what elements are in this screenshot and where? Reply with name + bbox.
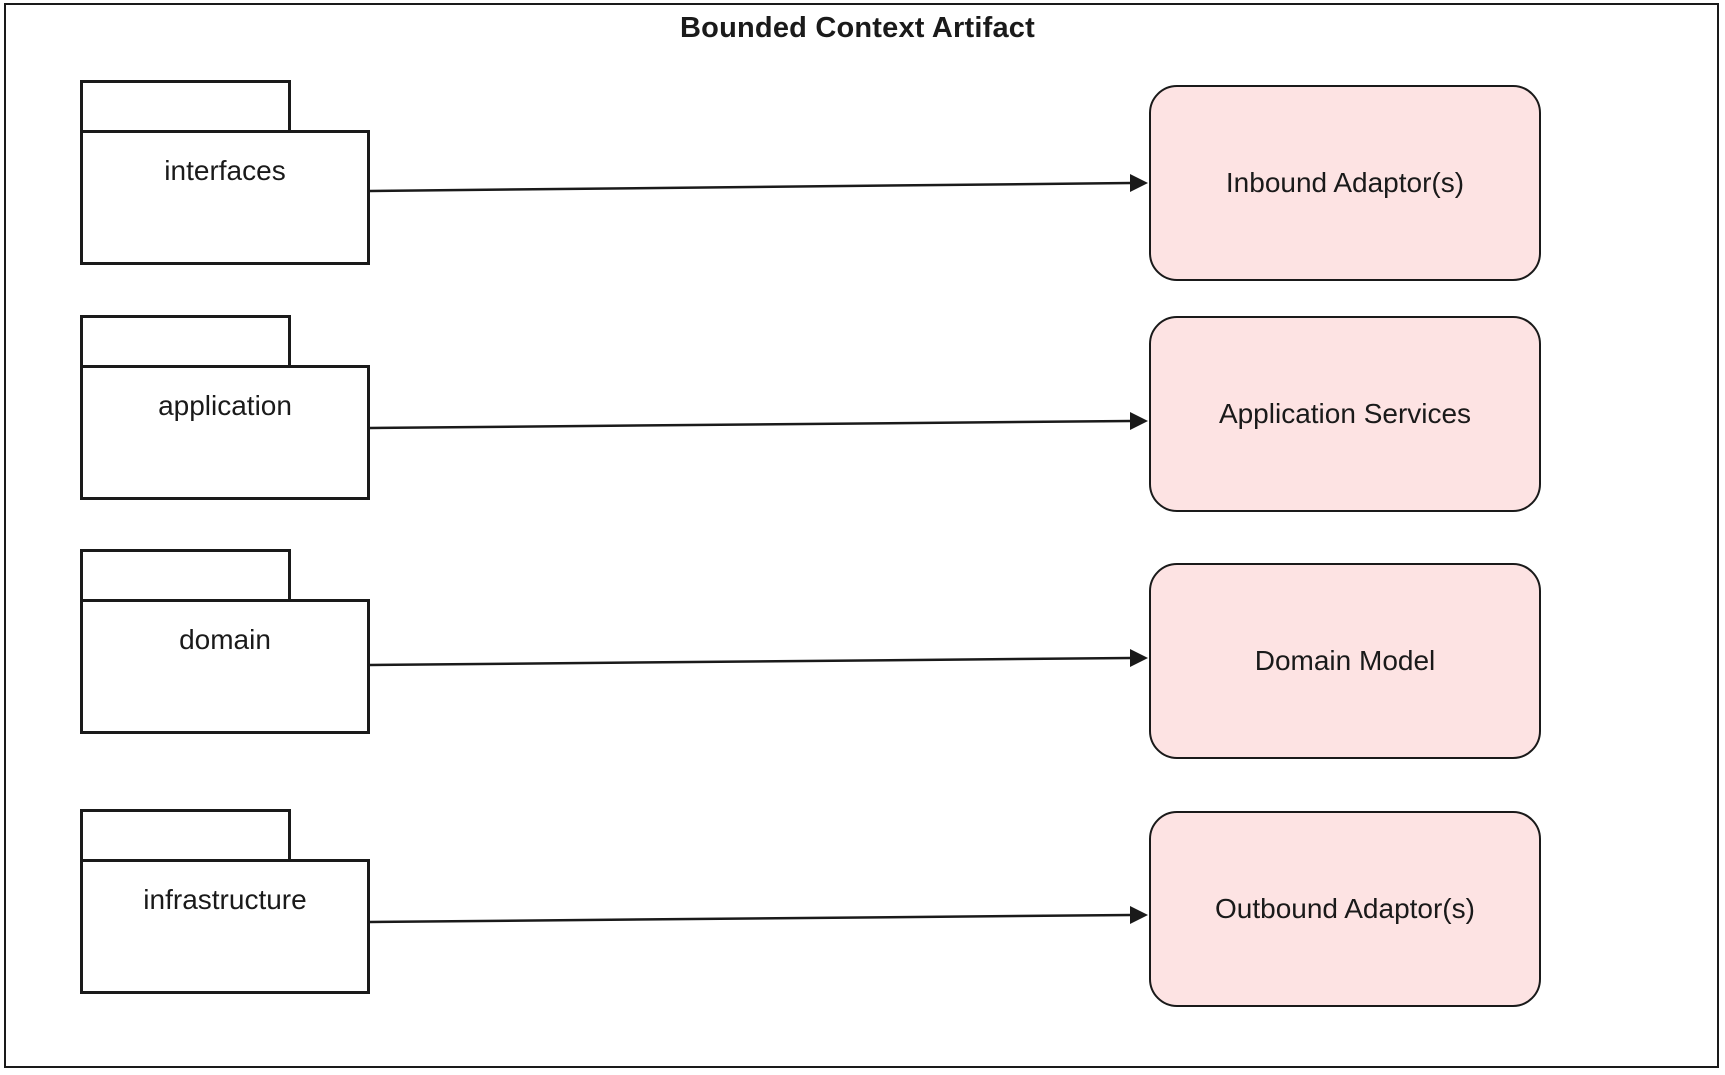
component-outbound-adaptors: Outbound Adaptor(s) <box>1149 811 1541 1007</box>
package-label: infrastructure <box>143 884 307 915</box>
package-body: interfaces <box>80 130 370 265</box>
component-inbound-adaptors: Inbound Adaptor(s) <box>1149 85 1541 281</box>
package-tab <box>80 80 291 133</box>
component-label: Application Services <box>1218 398 1472 429</box>
package-label: domain <box>179 624 271 655</box>
component-label: Outbound Adaptor(s) <box>1215 893 1475 924</box>
package-tab <box>80 315 291 368</box>
package-domain: domain <box>80 549 370 734</box>
package-label: interfaces <box>164 155 286 186</box>
package-tab <box>80 549 291 602</box>
component-label: Domain Model <box>1254 645 1436 676</box>
package-body: application <box>80 365 370 500</box>
package-label: application <box>158 390 292 421</box>
package-interfaces: interfaces <box>80 80 370 265</box>
diagram-title: Bounded Context Artifact <box>680 12 1035 44</box>
package-tab <box>80 809 291 862</box>
component-domain-model: Domain Model <box>1149 563 1541 759</box>
package-infrastructure: infrastructure <box>80 809 370 994</box>
component-label: Inbound Adaptor(s) <box>1225 167 1465 198</box>
package-application: application <box>80 315 370 500</box>
package-body: infrastructure <box>80 859 370 994</box>
component-application-services: Application Services <box>1149 316 1541 512</box>
package-body: domain <box>80 599 370 734</box>
diagram-frame <box>4 3 1719 1068</box>
